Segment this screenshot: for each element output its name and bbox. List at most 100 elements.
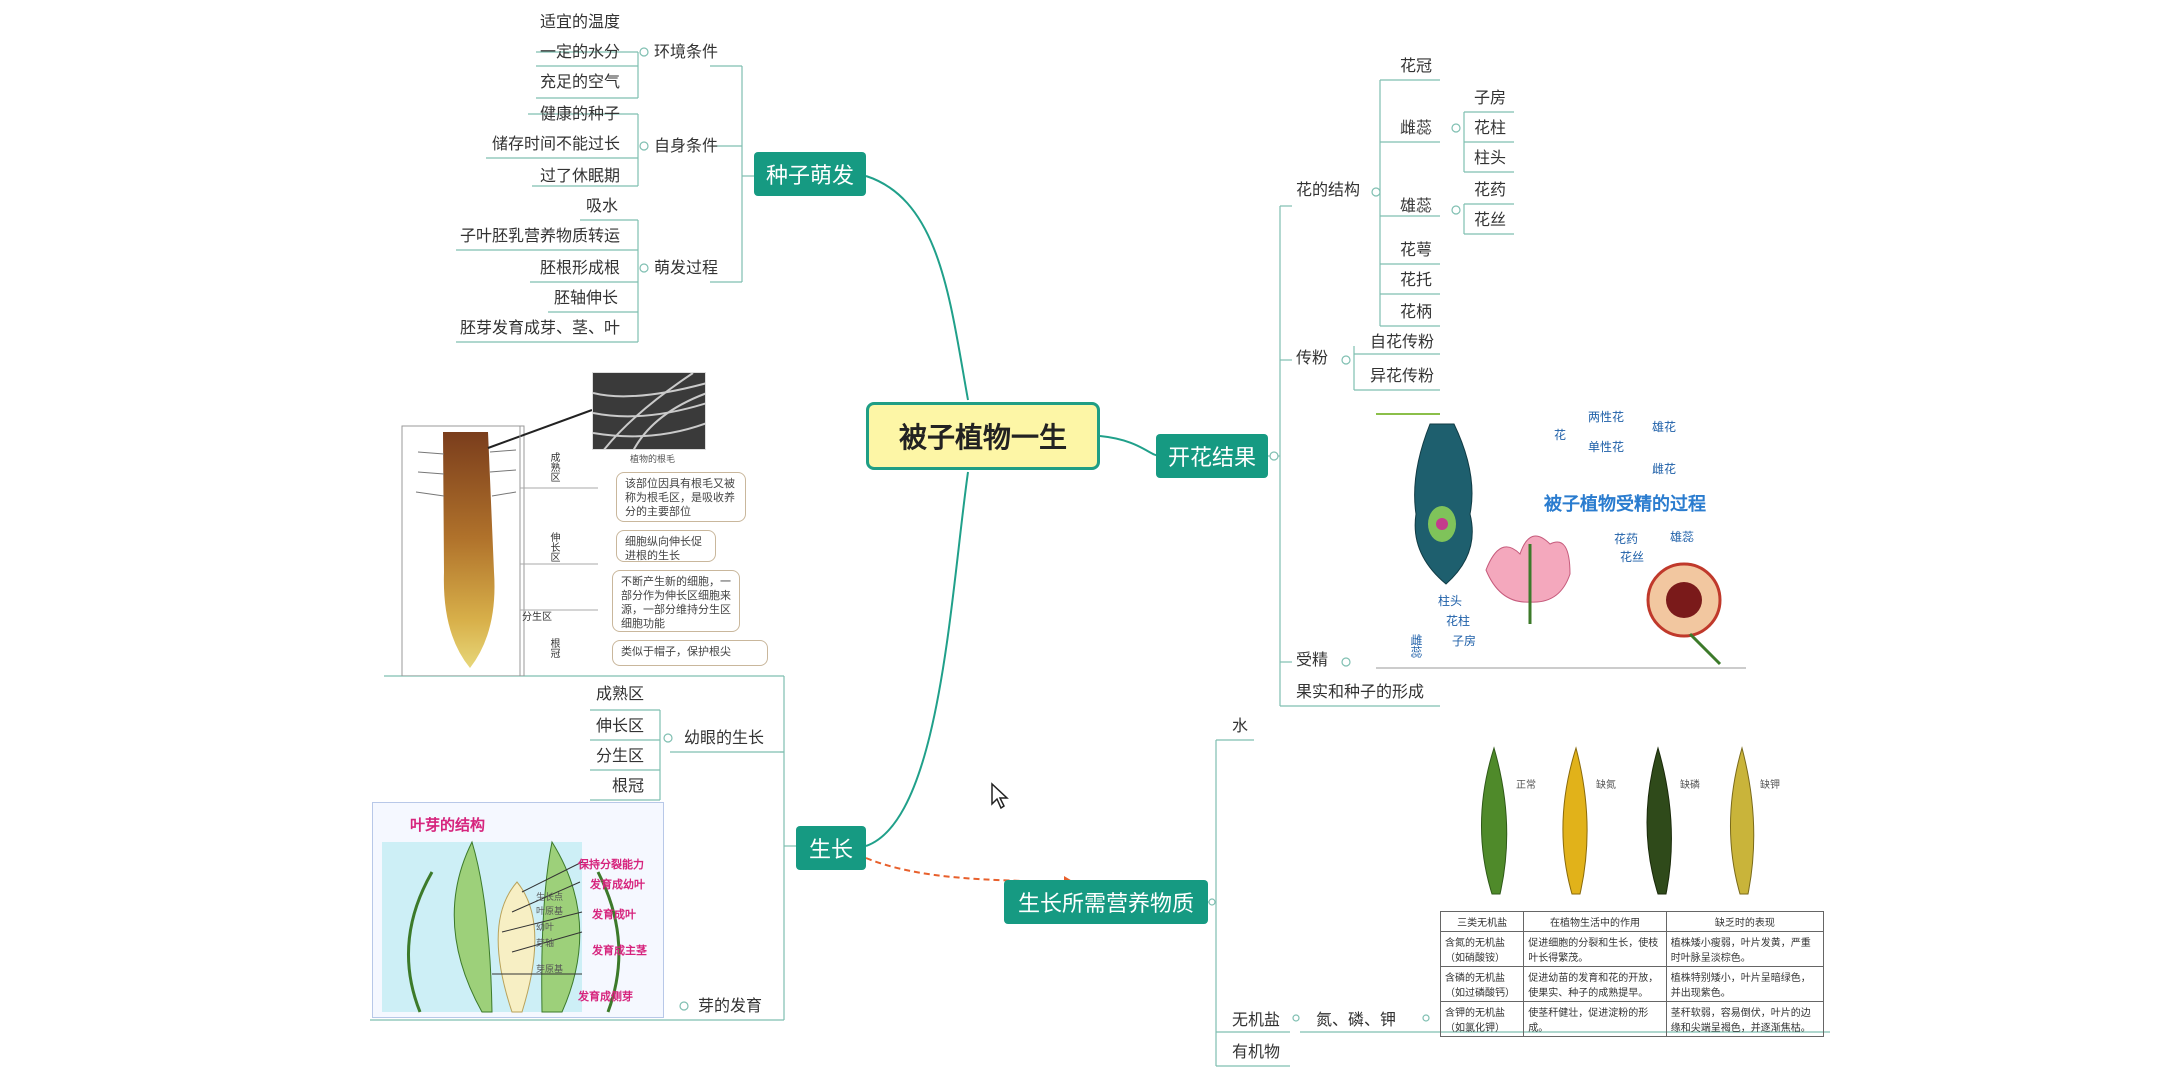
leaf-deficiency-figure: 正常 缺氮 缺磷 缺钾 — [1460, 744, 1820, 904]
fert-label: 雄蕊 — [1670, 530, 1695, 544]
node-fertilization[interactable]: 受精 — [1296, 650, 1329, 669]
leaf-label: 缺氮 — [1596, 780, 1616, 791]
bud-label: 发育成叶 — [592, 908, 636, 921]
node-env-item[interactable]: 一定的水分 — [540, 42, 621, 61]
table-header-row: 三类无机盐 在植物生活中的作用 缺乏时的表现 — [1439, 911, 1825, 932]
zone-label: 成熟区 — [548, 452, 559, 482]
node-self-item[interactable]: 储存时间不能过长 — [492, 134, 621, 153]
root-hair-photo-art — [593, 373, 705, 449]
node-flower-part[interactable]: 花萼 — [1400, 240, 1433, 259]
node-pollination-item[interactable]: 自花传粉 — [1370, 332, 1435, 351]
root-hair-caption: 植物的根毛 — [630, 455, 676, 465]
node-pistil-item[interactable]: 子房 — [1474, 88, 1507, 107]
root-note: 类似于帽子，保护根尖 — [612, 640, 768, 666]
branch-growth[interactable]: 生长 — [796, 826, 866, 870]
node-process-item[interactable]: 子叶胚乳营养物质转运 — [460, 226, 621, 245]
fertilization-title: 被子植物受精的过程 — [1544, 494, 1706, 515]
node-env-item[interactable]: 充足的空气 — [540, 72, 621, 91]
connector-germination — [865, 175, 969, 401]
connector-flowering — [1099, 435, 1161, 457]
node-process-item[interactable]: 胚根形成根 — [540, 258, 621, 277]
node-self-item[interactable]: 健康的种子 — [540, 104, 621, 123]
leaf-illustrations — [1480, 746, 1755, 895]
zone-label: 根冠 — [548, 638, 559, 658]
node-root-zone[interactable]: 成熟区 — [596, 684, 645, 703]
table-cell: 含氮的无机盐（如硝酸铵） — [1439, 931, 1525, 967]
fert-label: 雌蕊 — [1409, 634, 1423, 658]
bud-part: 幼叶 — [536, 923, 555, 933]
node-bud-development[interactable]: 芽的发育 — [698, 996, 763, 1015]
connector-growth-nutrients — [865, 857, 1065, 883]
table-cell: 植株矮小瘦弱，叶片发黄，严重时叶脉呈淡棕色。 — [1665, 931, 1825, 967]
fert-label: 雌花 — [1652, 462, 1677, 476]
node-process-item[interactable]: 胚轴伸长 — [554, 288, 619, 307]
table-cell: 含磷的无机盐（如过磷酸钙） — [1439, 966, 1525, 1002]
branch-flowering[interactable]: 开花结果 — [1156, 434, 1268, 478]
bud-part: 生长点 — [536, 893, 564, 903]
node-germination-process[interactable]: 萌发过程 — [654, 258, 719, 277]
node-pistil-item[interactable]: 柱头 — [1474, 148, 1507, 167]
bud-part: 叶原基 — [536, 907, 564, 917]
root-note: 该部位因具有根毛又被称为根毛区，是吸收养分的主要部位 — [616, 472, 746, 522]
bud-part: 芽轴 — [536, 939, 555, 949]
bud-label: 保持分裂能力 — [578, 858, 644, 871]
root-diagram: 植物的根毛 成熟区 伸长区 分生区 根冠 该部位因具有根毛又被称为根毛区，是吸收… — [398, 372, 778, 676]
root-tip-illustration — [401, 404, 602, 676]
leaf-label: 缺磷 — [1680, 780, 1700, 791]
node-pollination[interactable]: 传粉 — [1296, 348, 1329, 367]
node-root-zone[interactable]: 分生区 — [596, 746, 645, 765]
table-row: 含磷的无机盐（如过磷酸钙） 促进幼苗的发育和花的开放，使果实、种子的成熟提早。 … — [1439, 966, 1825, 1002]
node-process-item[interactable]: 胚芽发育成芽、茎、叶 — [460, 318, 621, 337]
bud-diagram: 叶芽的结构 保持分裂能力 发育成幼叶 发育成叶 发育成主茎 发育成侧芽 生长点 … — [372, 802, 664, 1018]
node-stamen-item[interactable]: 花丝 — [1474, 210, 1507, 229]
fertilization-diagram: 被子植物受精的过程 花 两性花 单性花 雄花 雌花 柱头 花柱 子房 花药 花丝… — [1370, 394, 1746, 672]
node-stamen[interactable]: 雄蕊 — [1400, 196, 1433, 215]
node-root-zone[interactable]: 伸长区 — [596, 716, 645, 735]
node-root-zone[interactable]: 根冠 — [612, 776, 645, 795]
branch-nutrients[interactable]: 生长所需营养物质 — [1004, 880, 1208, 924]
fertilization-illustration — [1376, 413, 1746, 669]
table-header: 在植物生活中的作用 — [1523, 911, 1667, 932]
leaf-label: 缺钾 — [1760, 780, 1780, 791]
table-cell: 含钾的无机盐（如氯化钾） — [1439, 1001, 1525, 1037]
root-hair-photo — [592, 372, 706, 450]
bud-illustration — [407, 840, 621, 1013]
node-corolla[interactable]: 花冠 — [1400, 56, 1433, 75]
table-row: 含氮的无机盐（如硝酸铵） 促进细胞的分裂和生长，使枝叶长得繁茂。 植株矮小瘦弱，… — [1439, 931, 1825, 967]
branch-germination[interactable]: 种子萌发 — [754, 152, 866, 196]
node-npk[interactable]: 氮、磷、钾 — [1316, 1010, 1397, 1029]
fert-label: 两性花 — [1588, 410, 1625, 424]
fert-label: 花丝 — [1620, 550, 1645, 564]
node-flower-part[interactable]: 花柄 — [1400, 302, 1433, 321]
central-topic[interactable]: 被子植物一生 — [866, 402, 1100, 470]
table-row: 含钾的无机盐（如氯化钾） 使茎秆健壮，促进淀粉的形成。 茎秆软弱，容易倒伏，叶片… — [1439, 1001, 1825, 1037]
bud-part: 芽原基 — [536, 965, 564, 975]
node-organic[interactable]: 有机物 — [1232, 1042, 1281, 1061]
mouse-cursor-icon — [991, 782, 1009, 810]
nutrient-table: 三类无机盐 在植物生活中的作用 缺乏时的表现 含氮的无机盐（如硝酸铵） 促进细胞… — [1439, 911, 1825, 1037]
table-cell: 茎秆软弱，容易倒伏，叶片的边缘和尖端呈褐色，并逐渐焦枯。 — [1665, 1001, 1825, 1037]
node-self-conditions[interactable]: 自身条件 — [654, 136, 719, 155]
node-water[interactable]: 水 — [1232, 716, 1249, 735]
table-header: 三类无机盐 — [1439, 911, 1525, 932]
node-stamen-item[interactable]: 花药 — [1474, 180, 1507, 199]
node-pistil[interactable]: 雌蕊 — [1400, 118, 1433, 137]
node-minerals[interactable]: 无机盐 — [1232, 1010, 1281, 1029]
node-pistil-item[interactable]: 花柱 — [1474, 118, 1507, 137]
bud-label: 发育成侧芽 — [578, 990, 633, 1003]
node-pollination-item[interactable]: 异花传粉 — [1370, 366, 1435, 385]
connector-growth — [865, 471, 969, 847]
node-root-growth[interactable]: 幼眼的生长 — [684, 728, 765, 747]
zone-label: 分生区 — [522, 612, 552, 623]
node-fruit-seed[interactable]: 果实和种子的形成 — [1296, 682, 1425, 701]
table-cell: 促进细胞的分裂和生长，使枝叶长得繁茂。 — [1523, 931, 1667, 967]
table-header: 缺乏时的表现 — [1665, 911, 1825, 932]
node-flower-structure[interactable]: 花的结构 — [1296, 180, 1361, 199]
node-flower-part[interactable]: 花托 — [1400, 270, 1433, 289]
node-env-conditions[interactable]: 环境条件 — [654, 42, 719, 61]
node-self-item[interactable]: 过了休眠期 — [540, 166, 621, 185]
node-env-item[interactable]: 适宜的温度 — [540, 12, 621, 31]
zone-label: 伸长区 — [548, 532, 559, 562]
node-process-item[interactable]: 吸水 — [586, 196, 619, 215]
